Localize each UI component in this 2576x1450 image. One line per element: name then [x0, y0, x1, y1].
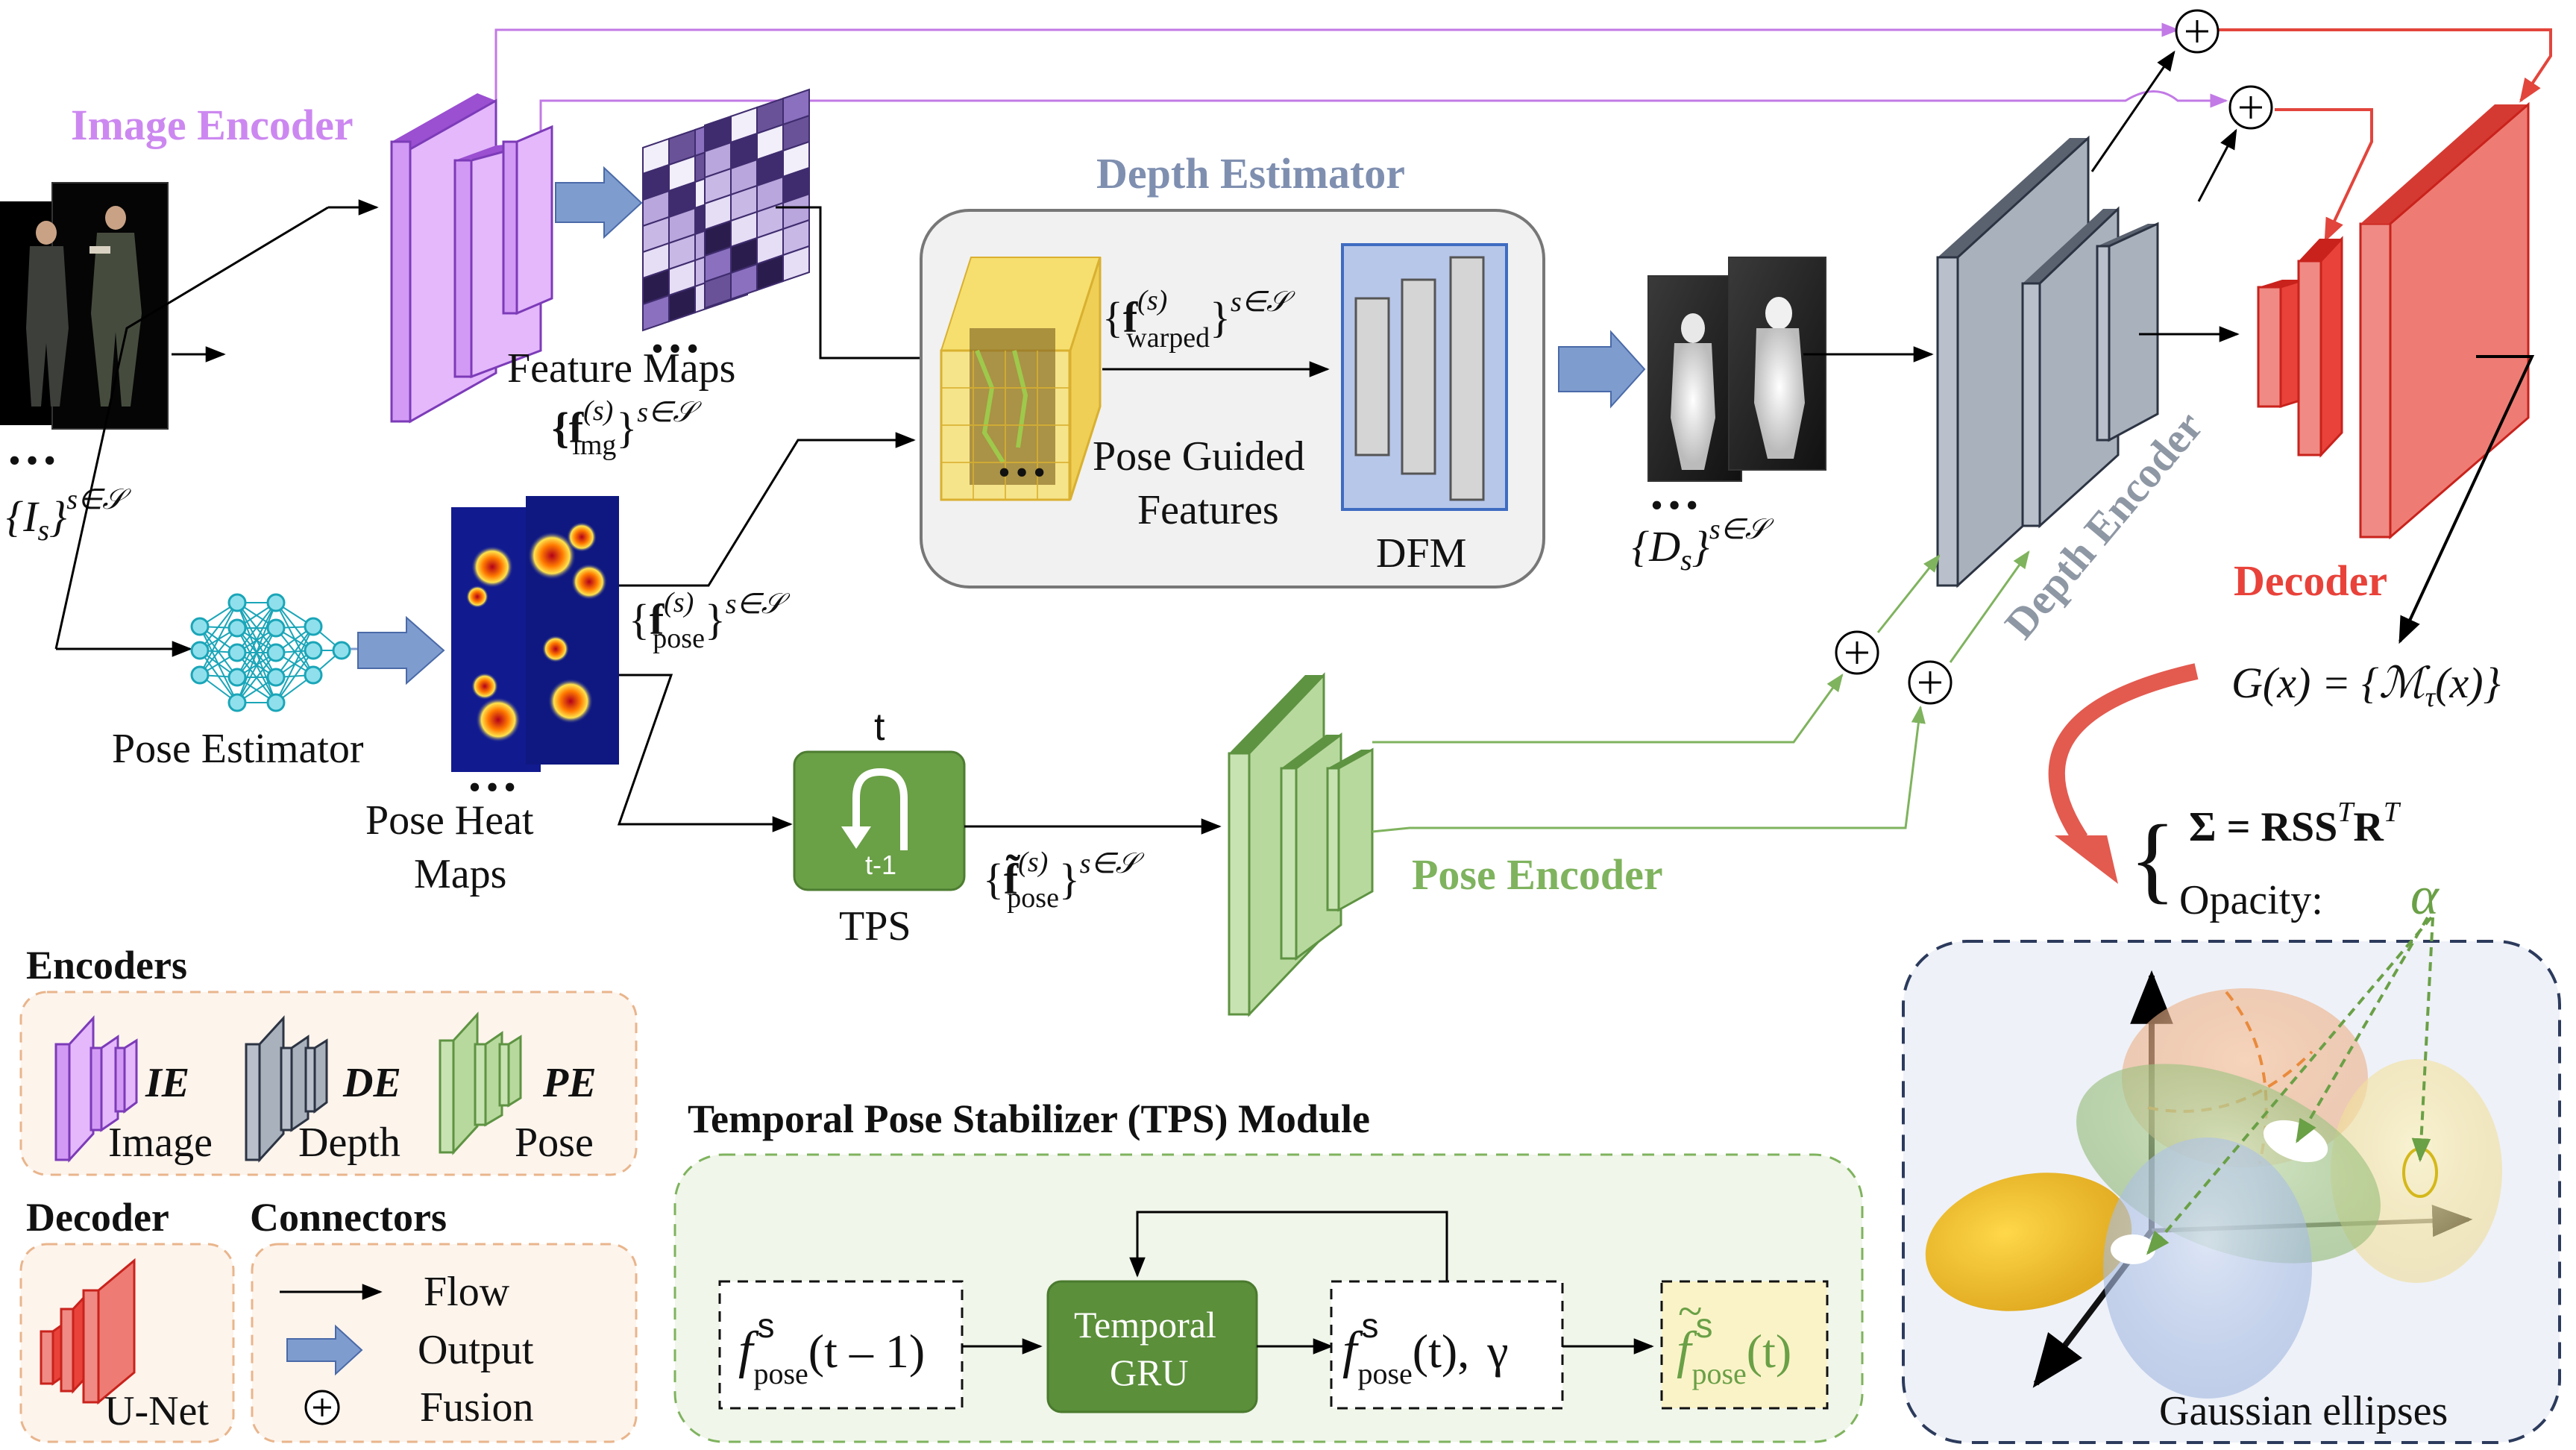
legend-ie-icon: [54, 1015, 138, 1163]
image-encoder-title: Image Encoder: [71, 101, 354, 149]
gaussian-ellipses-plot: [1925, 916, 2502, 1399]
input-dots: …: [6, 418, 58, 476]
pose-guided-features-cube: [940, 257, 1102, 501]
pose-heat-maps: [451, 496, 619, 772]
gru-feedback-loop: [1129, 1211, 1448, 1281]
sigma-formula: Σ = RSSTRT: [2189, 797, 2401, 850]
depth-estimator-title: Depth Estimator: [1096, 149, 1405, 198]
opacity-label: Opacity:: [2179, 877, 2323, 923]
depth-maps-dots: …: [1648, 463, 1700, 521]
depth-maps: [1647, 257, 1826, 482]
pose-estimator-network: [190, 593, 351, 712]
pose-heat-label-2: Maps: [414, 851, 506, 897]
tps-label: TPS: [839, 903, 911, 950]
feature-maps-dots: …: [649, 307, 701, 364]
gx-formula: G(x) = {ℳτ(x)}: [2231, 659, 2501, 713]
input-images-label: {Is}s∈𝒮: [6, 484, 131, 547]
tps-t1-label: t-1: [865, 850, 896, 880]
legend-unet-name: U-Net: [104, 1388, 209, 1434]
legend-pe-name: Pose: [515, 1120, 594, 1166]
gru-label-1: Temporal: [1074, 1304, 1216, 1346]
output-arrow-pose-estimator: [357, 615, 445, 685]
pose-guided-label-1: Pose Guided: [1093, 433, 1305, 480]
tps-output-box: [1660, 1280, 1829, 1410]
legend-de-abbr: DE: [342, 1060, 401, 1106]
input-images: …: [0, 182, 169, 476]
decoder-to-gaussians-arrow: [2048, 663, 2199, 844]
legend-output-arrow: [286, 1324, 363, 1376]
feature-maps-math: {f(s)img}s∈𝒮: [552, 395, 702, 461]
legend-output-label: Output: [418, 1327, 534, 1373]
output-arrow-image-encoder: [555, 166, 643, 239]
legend-decoder-title: Decoder: [26, 1195, 169, 1240]
dfm-block: [1341, 243, 1508, 511]
tps-input-box: [718, 1280, 964, 1410]
image-encoder-block: [390, 93, 553, 424]
legend-de-name: Depth: [298, 1120, 400, 1166]
tps-module-title: Temporal Pose Stabilizer (TPS) Module: [688, 1096, 1370, 1141]
legend-encoders-box: [19, 991, 638, 1176]
tps-block: [793, 750, 966, 891]
pose-guided-label-2: Features: [1137, 487, 1279, 533]
legend-encoders-title: Encoders: [26, 943, 187, 988]
legend-unet-icon: [40, 1258, 136, 1405]
tps-module-panel: [673, 1153, 1864, 1443]
output-arrow-depth-estimator: [1558, 330, 1646, 409]
legend-ie-name: Image: [108, 1120, 213, 1166]
gaussian-ellipses-label: Gaussian ellipses: [2159, 1388, 2448, 1434]
tps-t-label: t: [874, 706, 885, 749]
brace: {: [2129, 806, 2176, 913]
legend-pe-abbr: PE: [542, 1060, 597, 1106]
flow-pose-to-warped: [619, 432, 916, 587]
flow-input-to-image-encoder: [54, 206, 329, 650]
pose-features-label: {f(s)pose}s∈𝒮: [629, 587, 791, 654]
flow-pose-to-tps: [617, 674, 793, 832]
fusion-node-pose-2: [1908, 660, 1953, 705]
feature-maps: [642, 88, 810, 332]
decoder-label: Decoder: [2234, 556, 2387, 605]
flow-features-to-warped: [776, 206, 946, 366]
fusion-node-top: [2175, 9, 2220, 54]
legend-fusion-icon: [304, 1390, 340, 1425]
stabilized-pose-label: {f̃(s)pose}s∈𝒮: [983, 847, 1145, 914]
legend-de-icon: [245, 1015, 328, 1163]
depth-maps-label: {Ds}s∈𝒮: [1632, 514, 1774, 577]
tps-mid-box: [1330, 1280, 1564, 1410]
feature-maps-label: Feature Maps: [507, 345, 735, 392]
legend-connectors-box: [251, 1243, 638, 1443]
pose-heat-dots: …: [466, 745, 518, 803]
decoder-block: [2257, 101, 2530, 540]
fusion-node-top-2: [2228, 85, 2273, 130]
skip-connections: [494, 22, 2552, 242]
pose-encoder-label: Pose Encoder: [1412, 850, 1663, 899]
tps-output-tilde: ~: [1678, 1287, 1702, 1336]
pose-guided-dots: …: [996, 430, 1048, 488]
warped-features-label: {f(s)warped}s∈𝒮: [1102, 285, 1295, 354]
pose-heat-label-1: Pose Heat: [365, 797, 534, 844]
dfm-label: DFM: [1376, 530, 1466, 577]
legend-connectors-title: Connectors: [250, 1195, 447, 1240]
gru-label-2: GRU: [1110, 1352, 1189, 1393]
pose-estimator-label: Pose Estimator: [112, 726, 364, 772]
alpha-symbol: α: [2410, 866, 2440, 926]
legend-flow-label: Flow: [424, 1269, 510, 1315]
legend-fusion-label: Fusion: [420, 1384, 534, 1431]
legend-pe-icon: [439, 1011, 522, 1155]
pose-encoder-block: [1228, 672, 1374, 1017]
legend-ie-abbr: IE: [145, 1060, 189, 1106]
depth-encoder-block: [1936, 135, 2159, 589]
fusion-node-pose-1: [1835, 630, 1879, 675]
